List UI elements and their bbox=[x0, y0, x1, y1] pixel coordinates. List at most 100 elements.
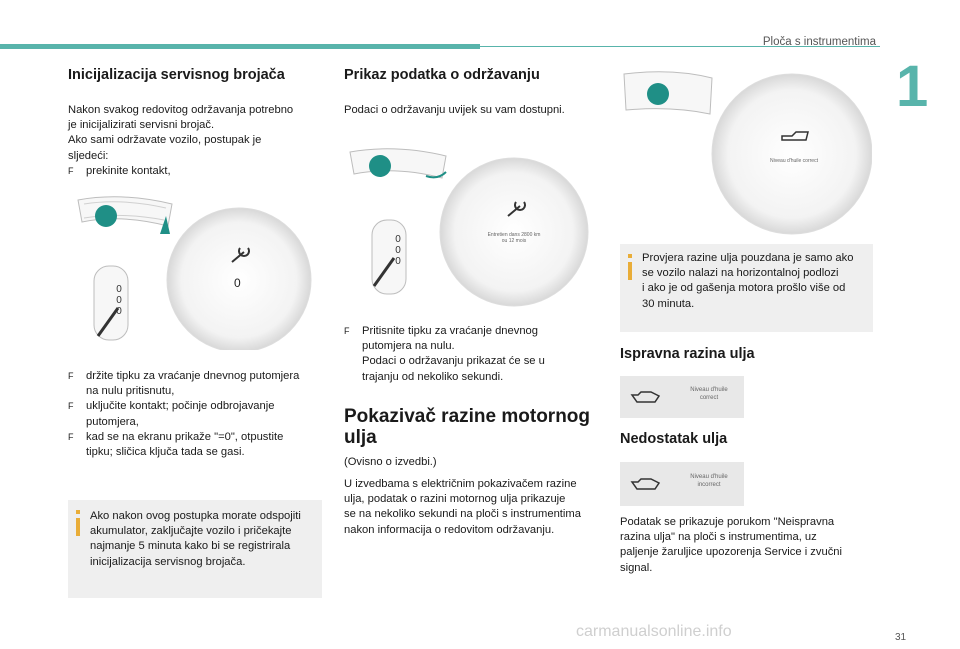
step-item: F Pritisnite tipku za vraćanje dnevnog p… bbox=[344, 324, 604, 385]
step-item: F držite tipku za vraćanje dnevnog putom… bbox=[68, 369, 328, 399]
dial-maintenance-text: Entretien dans 2800 km ou 12 mois bbox=[470, 232, 558, 244]
oil-level-body: U izvedbama s električnim pokazivačem ra… bbox=[344, 477, 604, 538]
wrench-icon bbox=[372, 257, 396, 287]
intro-line: Nakon svakog redovitog održavanja potreb… bbox=[68, 104, 294, 116]
chapter-number: 1 bbox=[896, 54, 929, 119]
body-line: se na nekoliko sekundi na ploči s instru… bbox=[344, 508, 581, 521]
step-line: uključite kontakt; počinje odbrojavanje bbox=[86, 400, 275, 413]
stalk-shape bbox=[77, 196, 173, 227]
bullet-item: F prekinite kontakt, bbox=[68, 164, 328, 179]
stalk-button-icon bbox=[369, 155, 391, 177]
trip-digits: 0 0 0 bbox=[113, 284, 125, 317]
section-heading-oil-level: Pokazivač razine motornog ulja bbox=[344, 406, 590, 448]
page-number: 31 bbox=[895, 632, 907, 643]
reset-steps: F držite tipku za vraćanje dnevnog putom… bbox=[68, 369, 328, 460]
oil-low-indicator: Niveau d'huile incorrect bbox=[620, 462, 744, 506]
chip-line: Niveau d'huile bbox=[690, 474, 728, 480]
section-heading-oil-ok: Ispravna razina ulja bbox=[620, 346, 755, 362]
oil-low-text: Niveau d'huile incorrect bbox=[678, 473, 740, 489]
body-line: Podatak se prikazuje porukom "Neispravna bbox=[620, 516, 835, 528]
bullet-marker: F bbox=[68, 371, 74, 381]
body-line: razina ulja" na ploči s instrumentima, u… bbox=[620, 531, 817, 544]
stalk-shape bbox=[349, 148, 447, 179]
maintenance-intro: Podaci o održavanju uvijek su vam dostup… bbox=[344, 104, 565, 116]
oil-can-icon bbox=[630, 391, 661, 403]
header-rule bbox=[480, 46, 880, 47]
digit: 0 bbox=[116, 284, 122, 295]
intro-line: Ako sami održavate vozilo, postupak je bbox=[68, 134, 262, 147]
step-line: kad se na ekranu prikaže "=0", otpustite bbox=[86, 430, 284, 443]
body-line: nakon informacija o redovitom održavanju… bbox=[344, 523, 555, 536]
step-item: F uključite kontakt; počinje odbrojavanj… bbox=[68, 399, 328, 429]
step-line: tipku; sličica ključa tada se gasi. bbox=[86, 446, 245, 459]
dial-oil-text: Niveau d'huile correct bbox=[770, 158, 818, 164]
chip-line: Niveau d'huile bbox=[690, 387, 728, 393]
oil-ok-text: Niveau d'huile correct bbox=[678, 386, 740, 402]
note-line: najmanje 5 minuta kako bi se registriral… bbox=[90, 540, 291, 553]
illustration-oil-level bbox=[623, 71, 872, 235]
step-line: putomjera na nulu. bbox=[362, 340, 455, 353]
digit: 0 bbox=[395, 245, 401, 256]
body-line: U izvedbama s električnim pokazivačem ra… bbox=[344, 478, 577, 490]
service-reset-intro: Nakon svakog redovitog održavanja potreb… bbox=[68, 103, 328, 179]
note-line: 30 minuta. bbox=[642, 297, 695, 310]
bullet-text: prekinite kontakt, bbox=[86, 164, 171, 177]
stalk-button-icon bbox=[95, 205, 117, 227]
stalk-button-icon bbox=[647, 83, 669, 105]
dial-value: 0 bbox=[234, 276, 241, 290]
maintenance-step: F Pritisnite tipku za vraćanje dnevnog p… bbox=[344, 324, 604, 385]
note-line: inicijalizacija servisnog brojača. bbox=[90, 555, 246, 568]
illustration-service-reset bbox=[77, 196, 312, 350]
note-line: se vozilo nalazi na horizontalnoj podloz… bbox=[642, 267, 839, 280]
chip-line: incorrect bbox=[697, 482, 721, 488]
note-box-oil-check: Provjera razine ulja pouzdana je samo ak… bbox=[620, 244, 873, 332]
service-wrench-icon bbox=[231, 247, 250, 263]
intro-line: sljedeći: bbox=[68, 149, 109, 162]
note-line: Ako nakon ovog postupka morate odspojiti bbox=[90, 510, 301, 522]
note-line: akumulator, zaključajte vozilo i pričeka… bbox=[90, 525, 292, 538]
intro-line: je inicijalizirati servisni brojač. bbox=[68, 119, 215, 132]
dial-circle bbox=[711, 73, 872, 235]
oil-ok-indicator: Niveau d'huile correct bbox=[620, 376, 744, 418]
oil-can-icon bbox=[630, 478, 661, 490]
step-line: Podaci o održavanju prikazat će se u bbox=[362, 355, 545, 368]
header-title: Ploča s instrumentima bbox=[762, 36, 876, 48]
trip-button-shape bbox=[93, 265, 129, 341]
dial-text-line: ou 12 mois bbox=[501, 238, 527, 244]
section-heading-service-reset: Inicijalizacija servisnog brojača bbox=[68, 67, 285, 83]
body-line: paljenje žaruljice upozorenja Service i … bbox=[620, 546, 843, 559]
bullet-marker: F bbox=[68, 165, 74, 176]
heading-line: Pokazivač razine motornog bbox=[344, 406, 591, 427]
illustration-maintenance-info bbox=[349, 148, 589, 307]
watermark: carmanualsonline.info bbox=[576, 623, 732, 640]
step-line: trajanju od nekoliko sekundi. bbox=[362, 370, 504, 383]
step-line: Pritisnite tipku za vraćanje dnevnog bbox=[362, 325, 538, 337]
body-line: ulja, podatak o razini motornog ulja pri… bbox=[344, 493, 566, 506]
heading-line: ulja bbox=[344, 427, 377, 448]
wrench-icon bbox=[96, 307, 120, 337]
dial-text-line: Entretien dans 2800 km bbox=[487, 232, 541, 238]
step-line: putomjera, bbox=[86, 415, 139, 428]
dial-circle bbox=[439, 157, 589, 307]
step-line: držite tipku za vraćanje dnevnog putomje… bbox=[86, 370, 300, 382]
optional-note: (Ovisno o izvedbi.) bbox=[344, 456, 437, 468]
trip-digits: 0 0 0 bbox=[392, 234, 404, 267]
info-icon bbox=[628, 254, 632, 280]
bullet-marker: F bbox=[344, 326, 350, 336]
service-wrench-icon bbox=[507, 201, 526, 217]
digit: 0 bbox=[116, 306, 122, 317]
section-heading-maintenance-info: Prikaz podatka o održavanju bbox=[344, 67, 540, 83]
header-accent-bar bbox=[0, 44, 480, 49]
step-item: F kad se na ekranu prikaže "=0", otpusti… bbox=[68, 430, 328, 460]
note-line: Provjera razine ulja pouzdana je samo ak… bbox=[642, 252, 854, 264]
dial-circle bbox=[166, 207, 312, 350]
digit: 0 bbox=[395, 234, 401, 245]
bullet-marker: F bbox=[68, 401, 74, 412]
note-line: i ako je od gašenja motora prošlo više o… bbox=[642, 282, 846, 295]
chip-line: correct bbox=[699, 395, 719, 401]
digit: 0 bbox=[395, 256, 401, 267]
note-box-battery: Ako nakon ovog postupka morate odspojiti… bbox=[68, 500, 322, 598]
info-icon bbox=[76, 510, 80, 536]
digit: 0 bbox=[116, 295, 122, 306]
oil-can-icon bbox=[781, 131, 809, 141]
